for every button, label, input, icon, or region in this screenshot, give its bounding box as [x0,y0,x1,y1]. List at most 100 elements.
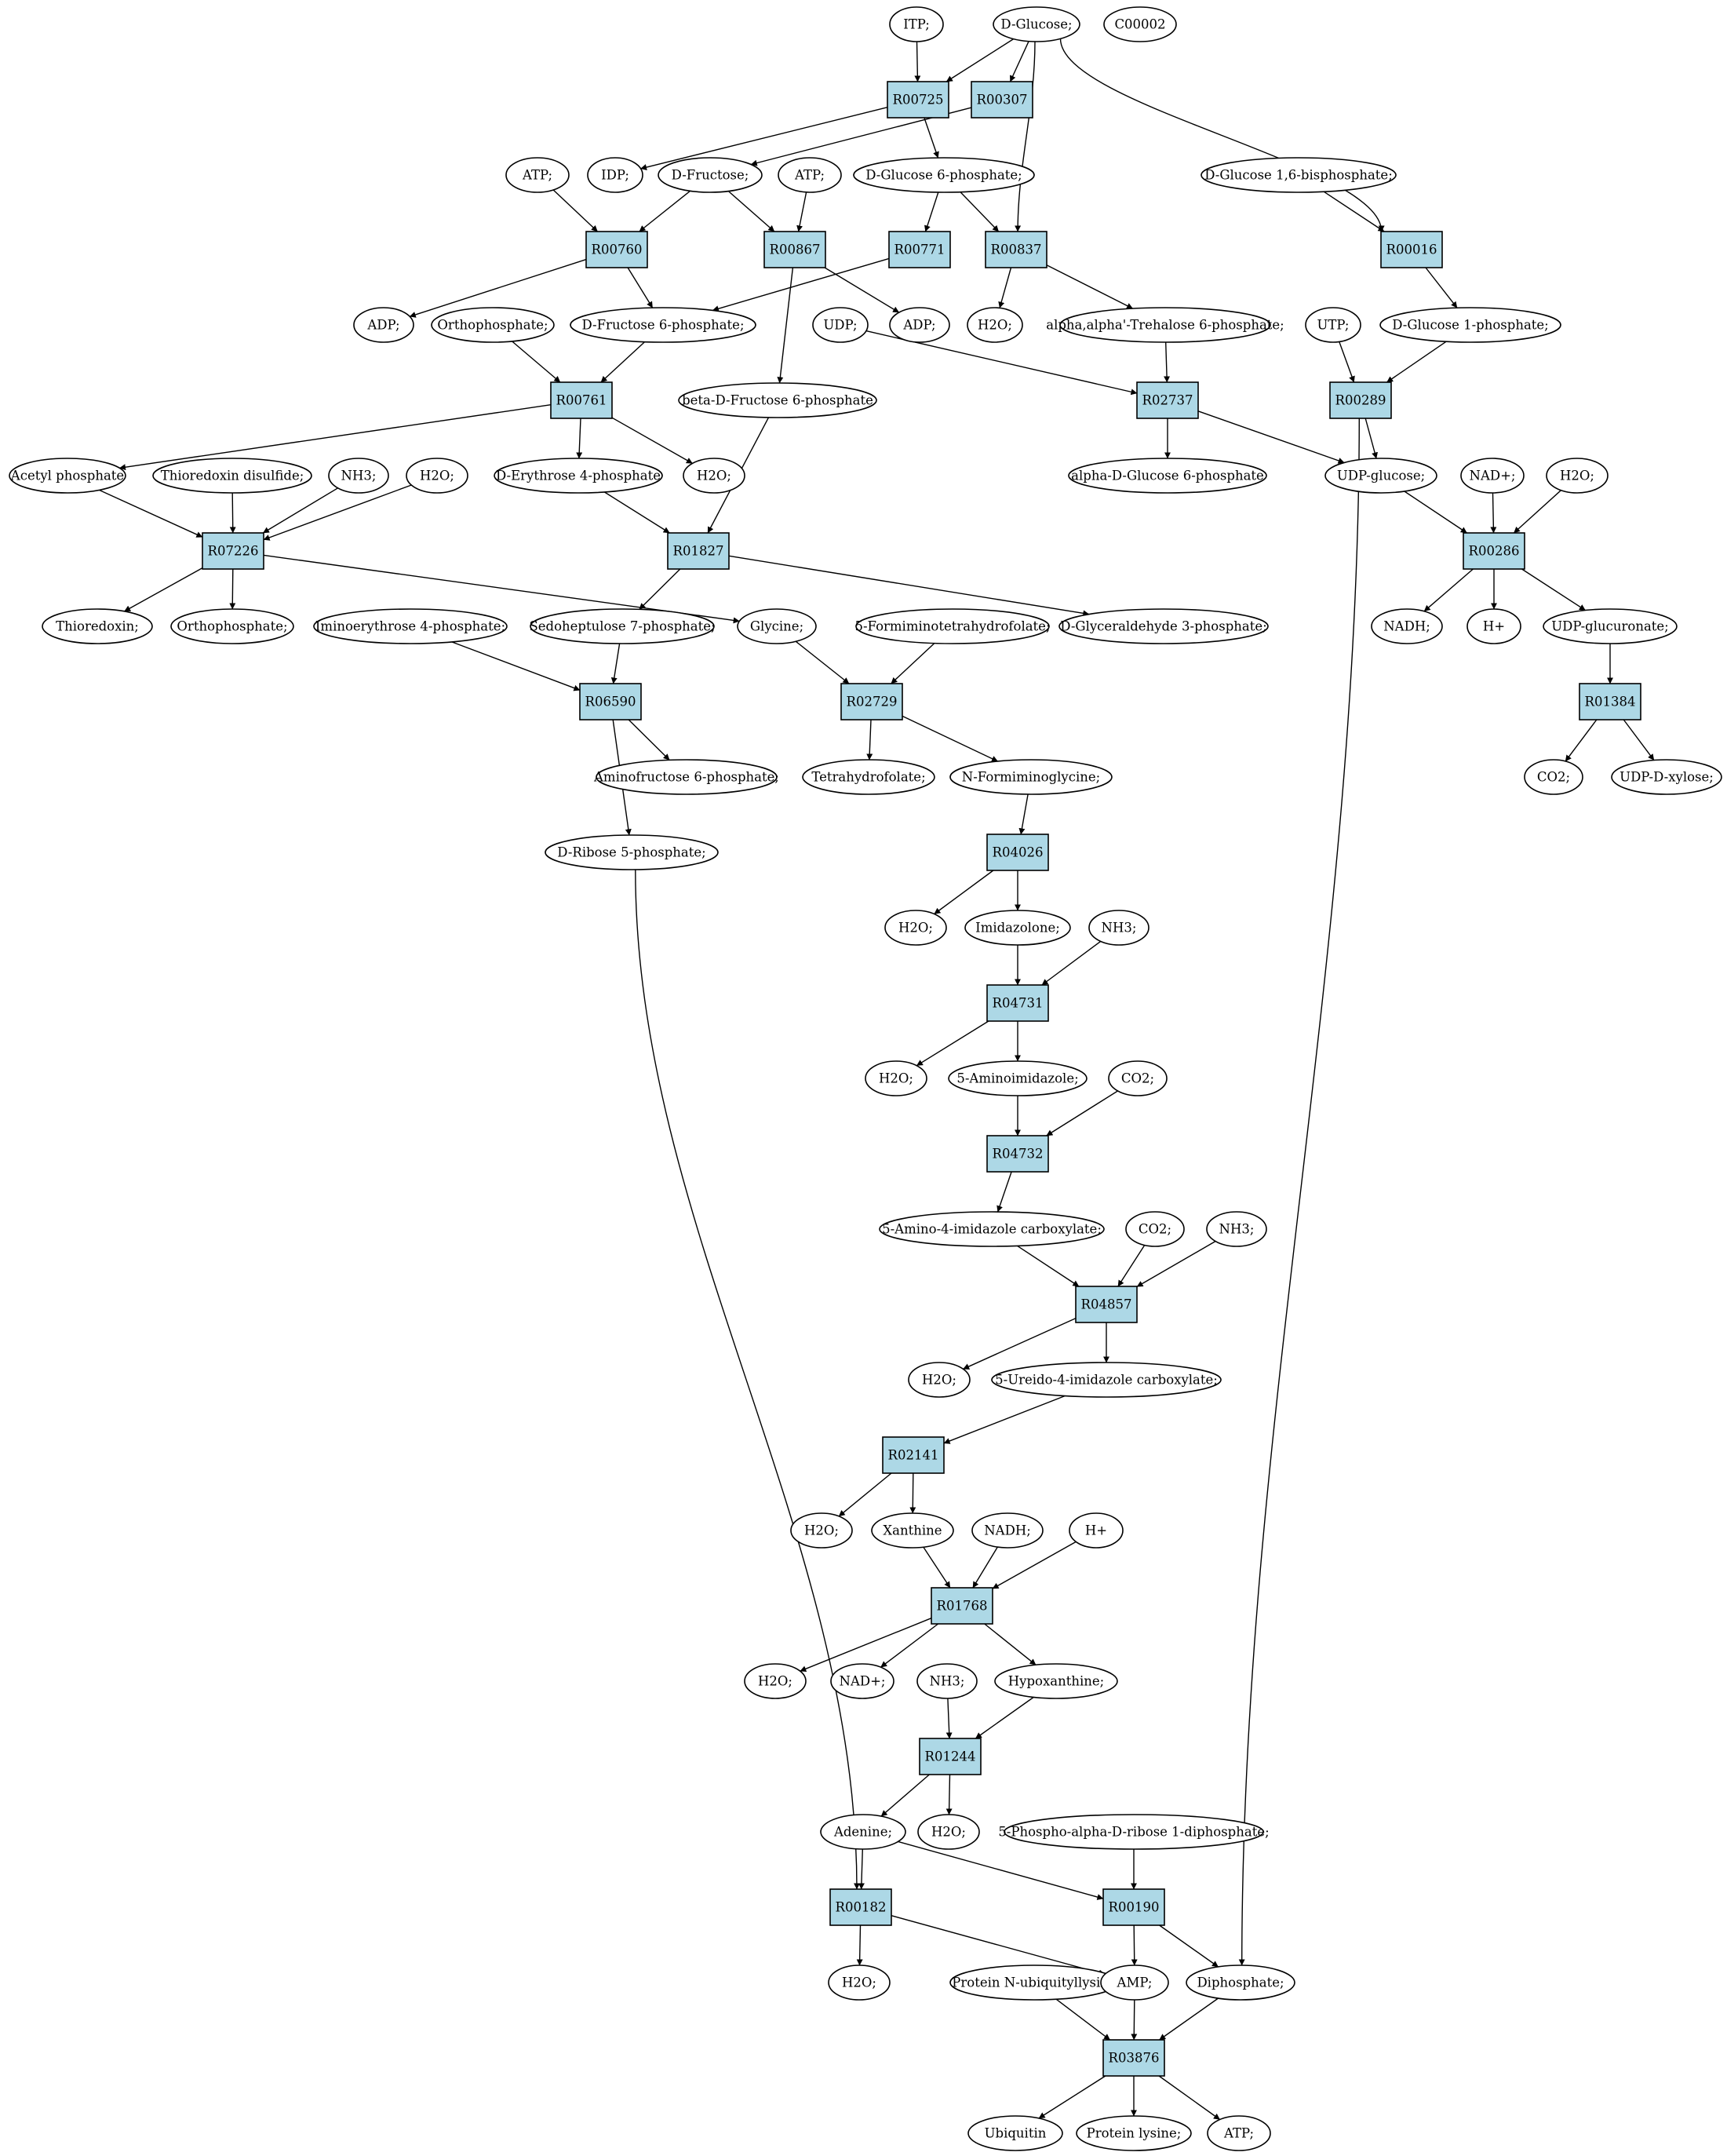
compound-node-h2o5[interactable]: H2O; [884,910,947,946]
compound-node-g16bp[interactable]: D-Glucose 1,6-bisphosphate; [1201,157,1397,193]
compound-node-xanthine[interactable]: Xanthine [871,1512,954,1549]
reaction-node-r02729[interactable]: R02729 [840,683,903,720]
compound-node-trx[interactable]: Thioredoxin; [42,608,153,644]
compound-node-nadp2[interactable]: NAD+; [830,1663,894,1699]
compound-node-adp1[interactable]: ADP; [353,307,414,343]
compound-node-h2o10[interactable]: H2O; [917,1814,980,1850]
compound-node-co2-2[interactable]: CO2; [1108,1060,1168,1096]
compound-node-e4p[interactable]: D-Erythrose 4-phosphate [494,458,663,494]
reaction-node-r04731[interactable]: R04731 [986,984,1049,1022]
reaction-node-r01768[interactable]: R01768 [931,1587,993,1625]
compound-node-idp[interactable]: IDP; [587,157,643,193]
compound-node-bf6p[interactable]: beta-D-Fructose 6-phosphate [678,382,877,418]
compound-node-atp1[interactable]: ATP; [505,157,570,193]
compound-node-uic[interactable]: 5-Ureido-4-imidazole carboxylate; [991,1362,1222,1398]
reaction-node-r04732[interactable]: R04732 [986,1135,1049,1173]
compound-node-adp2[interactable]: ADP; [889,307,950,343]
reaction-node-r00289[interactable]: R00289 [1329,381,1392,419]
reaction-node-r01384[interactable]: R01384 [1579,683,1641,720]
compound-node-nfg[interactable]: N-Formiminoglycine; [949,759,1113,795]
reaction-node-r00307[interactable]: R00307 [971,81,1033,119]
compound-node-h2o3[interactable]: H2O; [683,458,745,494]
compound-node-s7p[interactable]: Sedoheptulose 7-phosphate; [529,608,716,644]
compound-node-orthophosphate2[interactable]: Orthophosphate; [170,608,294,644]
compound-node-udp[interactable]: UDP; [812,307,869,343]
compound-node-nh3-4[interactable]: NH3; [916,1663,978,1699]
compound-node-atp3[interactable]: ATP; [1207,2115,1271,2151]
compound-node-pnub[interactable]: Protein N-ubiquityllysine [949,1964,1119,2001]
reaction-node-r00760[interactable]: R00760 [585,231,648,268]
compound-node-h2o7[interactable]: H2O; [908,1362,971,1398]
compound-node-nadh1[interactable]: NADH; [1371,608,1443,644]
compound-node-nadh2[interactable]: NADH; [971,1512,1044,1549]
compound-node-thf[interactable]: Tetrahydrofolate; [802,759,935,795]
reaction-node-r02737[interactable]: R02737 [1136,381,1199,419]
reaction-node-r00182[interactable]: R00182 [829,1888,892,1926]
compound-node-glycine[interactable]: Glycine; [737,608,817,644]
compound-node-plys[interactable]: Protein lysine; [1076,2115,1192,2151]
compound-node-trxs2[interactable]: Thioredoxin disulfide; [152,458,312,494]
reaction-node-r00867[interactable]: R00867 [763,231,826,268]
compound-node-h2o11[interactable]: H2O; [828,1964,891,2001]
compound-node-atp2[interactable]: ATP; [778,157,842,193]
compound-node-glucose[interactable]: D-Glucose; [993,6,1080,42]
compound-node-gap[interactable]: D-Glyceraldehyde 3-phosphate; [1058,608,1269,644]
reaction-node-r01244[interactable]: R01244 [919,1738,982,1775]
compound-node-acetylp[interactable]: Acetyl phosphate [9,458,126,494]
compound-node-ie4p[interactable]: Iminoerythrose 4-phosphate; [313,608,508,644]
reaction-node-r01827[interactable]: R01827 [667,532,730,570]
compound-node-ppi[interactable]: Diphosphate; [1186,1964,1295,2001]
reaction-node-r02141[interactable]: R02141 [882,1436,945,1474]
compound-node-ubiquitin[interactable]: Ubiquitin [967,2115,1063,2151]
compound-node-h2o4[interactable]: H2O; [1546,458,1609,494]
compound-node-nh3-1[interactable]: NH3; [328,458,389,494]
compound-node-t6p[interactable]: alpha,alpha'-Trehalose 6-phosphate; [1046,307,1284,343]
compound-node-af6p[interactable]: Aminofructose 6-phosphate; [593,759,779,795]
compound-node-imidazolone[interactable]: Imidazolone; [964,910,1071,946]
compound-node-f6p[interactable]: D-Fructose 6-phosphate; [570,307,756,343]
reaction-node-r00016[interactable]: R00016 [1380,231,1443,268]
compound-node-formimino[interactable]: 5-Formiminotetrahydrofolate; [854,608,1051,644]
compound-node-g6p[interactable]: D-Glucose 6-phosphate; [853,157,1035,193]
compound-node-g1p[interactable]: D-Glucose 1-phosphate; [1379,307,1561,343]
compound-node-udpxyl[interactable]: UDP-D-xylose; [1611,759,1722,795]
compound-node-udpglc[interactable]: UDP-glucose; [1324,458,1437,494]
compound-node-c00002[interactable]: C00002 [1103,6,1177,42]
compound-node-h2o9[interactable]: H2O; [744,1663,807,1699]
compound-node-amp[interactable]: AMP; [1100,1964,1169,2001]
compound-node-h2o8[interactable]: H2O; [790,1512,853,1549]
compound-node-itp[interactable]: ITP; [889,6,944,42]
compound-node-hplus2[interactable]: H+ [1069,1512,1124,1549]
compound-node-orthophosphate1[interactable]: Orthophosphate; [431,307,555,343]
compound-node-utp[interactable]: UTP; [1305,307,1361,343]
compound-node-udpglca[interactable]: UDP-glucuronate; [1543,608,1678,644]
reaction-node-r03876[interactable]: R03876 [1102,2039,1165,2077]
compound-node-hypoxanthine[interactable]: Hypoxanthine; [994,1663,1118,1699]
compound-node-prpp[interactable]: 5-Phospho-alpha-D-ribose 1-diphosphate; [998,1814,1270,1850]
reaction-node-r00725[interactable]: R00725 [887,81,949,119]
compound-node-ag6p[interactable]: alpha-D-Glucose 6-phosphate [1068,458,1267,494]
reaction-node-r00286[interactable]: R00286 [1463,532,1525,570]
compound-node-h2o2[interactable]: H2O; [406,458,468,494]
compound-node-nadp1[interactable]: NAD+; [1460,458,1525,494]
compound-node-h2o1[interactable]: H2O; [967,307,1023,343]
reaction-node-r00771[interactable]: R00771 [888,231,951,268]
compound-node-nh3-3[interactable]: NH3; [1206,1211,1267,1247]
reaction-node-r04026[interactable]: R04026 [986,834,1049,871]
compound-node-aic[interactable]: 5-Amino-4-imidazole carboxylate; [879,1211,1105,1247]
compound-node-fructose[interactable]: D-Fructose; [658,157,763,193]
compound-node-co2-1[interactable]: CO2; [1524,759,1583,795]
reaction-node-r04857[interactable]: R04857 [1075,1286,1138,1323]
compound-node-aminoimidazole[interactable]: 5-Aminoimidazole; [948,1060,1088,1096]
compound-node-co2-3[interactable]: CO2; [1125,1211,1185,1247]
reaction-node-r07226[interactable]: R07226 [202,532,264,570]
compound-node-h2o6[interactable]: H2O; [865,1060,927,1096]
reaction-node-r00761[interactable]: R00761 [550,381,613,419]
compound-node-r5p[interactable]: D-Ribose 5-phosphate; [545,834,719,870]
reaction-node-r00837[interactable]: R00837 [985,231,1047,268]
reaction-node-r00190[interactable]: R00190 [1102,1888,1165,1926]
compound-node-nh3-2[interactable]: NH3; [1088,910,1150,946]
reaction-node-r06590[interactable]: R06590 [579,683,642,720]
compound-node-hplus1[interactable]: H+ [1466,608,1521,644]
compound-node-adenine[interactable]: Adenine; [820,1814,906,1850]
